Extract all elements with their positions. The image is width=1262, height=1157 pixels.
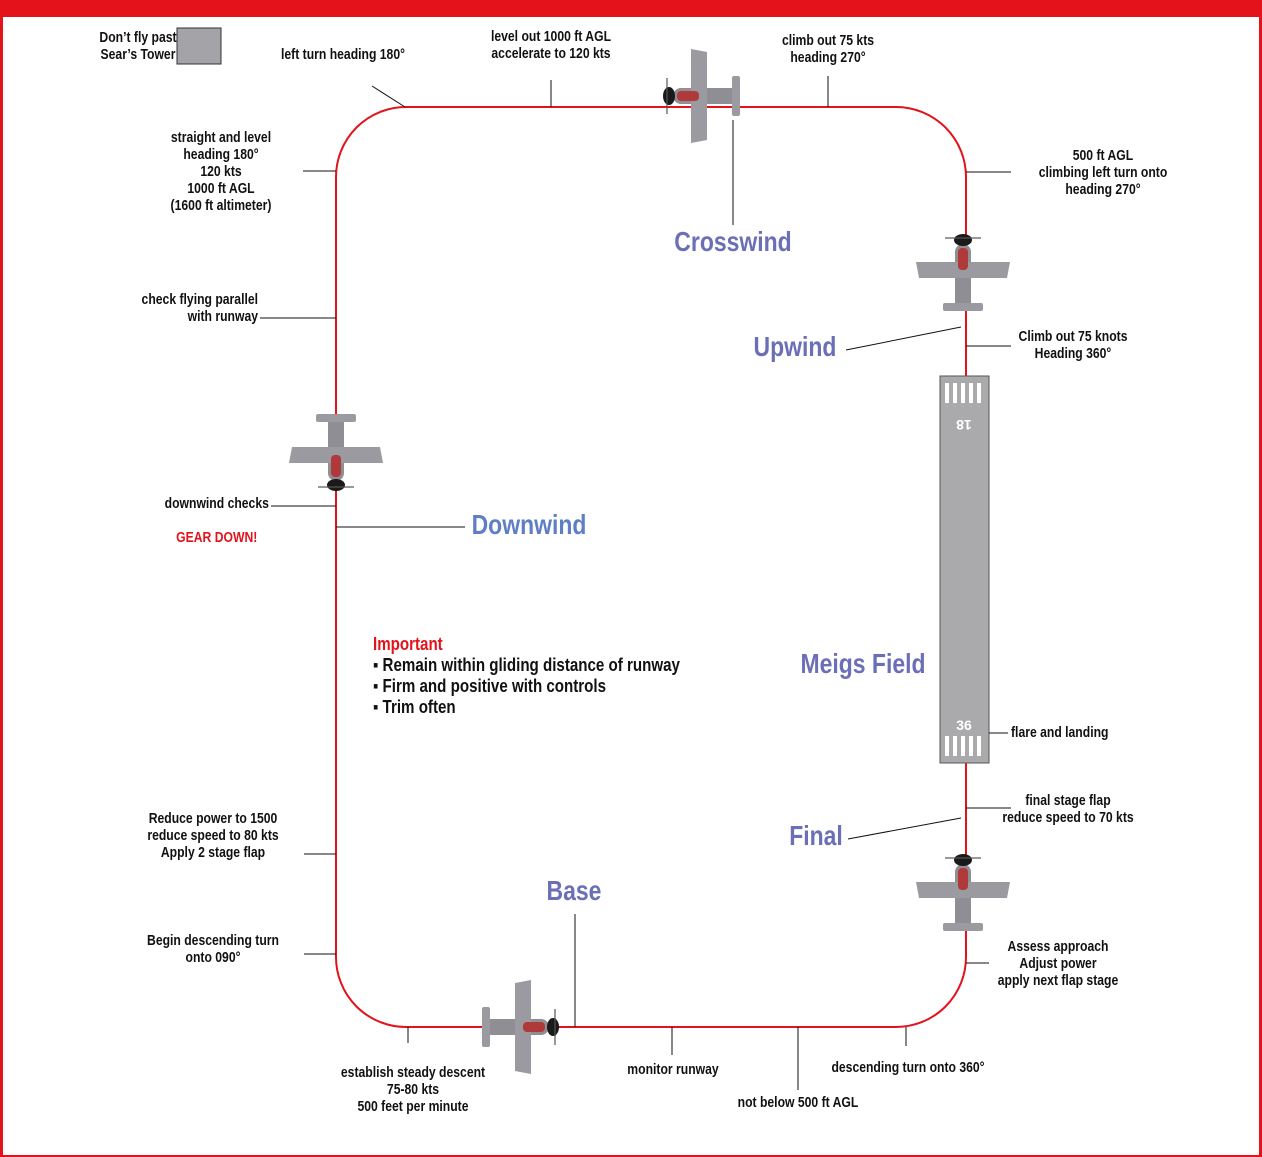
- runway-number-18: 18: [956, 417, 972, 433]
- label-gear-down: GEAR DOWN!: [176, 530, 258, 546]
- airplane-icon-downwind: [289, 414, 383, 491]
- leg-base: Base: [546, 875, 602, 906]
- leg-meigs-field: Meigs Field: [800, 648, 926, 679]
- label-flare-landing: flare and landing: [1011, 725, 1109, 741]
- important-item: ▪ Trim often: [373, 697, 456, 717]
- label-level-out: level out 1000 ft AGL accelerate to 120 …: [490, 29, 612, 62]
- leg-final: Final: [789, 820, 843, 851]
- label-not-below-500: not below 500 ft AGL: [737, 1095, 859, 1111]
- airplane-icon-base: [482, 980, 559, 1074]
- important-item: ▪ Remain within gliding distance of runw…: [373, 655, 680, 675]
- legend-sears-tower: Don’t fly past Sear’s Tower: [99, 30, 177, 63]
- leg-crosswind: Crosswind: [674, 226, 792, 257]
- airplane-icon-final: [916, 854, 1010, 931]
- leader-lines: [260, 76, 1011, 1090]
- runway: 18 36: [939, 375, 990, 764]
- airplane-icon-upwind: [916, 234, 1010, 311]
- important-item: ▪ Firm and positive with controls: [373, 676, 607, 696]
- label-reduce-power: Reduce power to 1500 reduce speed to 80 …: [147, 811, 279, 861]
- important-title: Important: [373, 634, 443, 654]
- runway-number-36: 36: [956, 717, 972, 733]
- label-left-turn: left turn heading 180°: [280, 47, 405, 63]
- label-final-stage-flap: final stage flap reduce speed to 70 kts: [1002, 793, 1134, 826]
- label-steady-descent: establish steady descent 75-80 kts 500 f…: [340, 1065, 486, 1115]
- label-monitor-runway: monitor runway: [627, 1062, 719, 1078]
- label-climb-out-360: Climb out 75 knots Heading 360°: [1018, 329, 1128, 362]
- label-assess-approach: Assess approach Adjust power apply next …: [997, 939, 1119, 989]
- top-bar: [3, 0, 1259, 17]
- leg-downwind: Downwind: [471, 509, 587, 540]
- label-climb-out-270: climb out 75 kts heading 270°: [781, 33, 875, 66]
- pattern-graphics: 18 36: [176, 27, 1011, 1090]
- label-downwind-checks-text: downwind checks: [164, 496, 269, 512]
- leg-upwind: Upwind: [753, 331, 837, 362]
- sears-tower-swatch: [176, 27, 222, 65]
- label-check-parallel: check flying parallel with runway: [141, 292, 258, 325]
- label-descending-turn-360: descending turn onto 360°: [831, 1060, 985, 1076]
- label-begin-descending: Begin descending turn onto 090°: [147, 933, 279, 966]
- label-downwind-checks: downwind checks GEAR DOWN!: [126, 479, 294, 564]
- important-notes: Important ▪ Remain within gliding distan…: [373, 634, 753, 718]
- airplane-icon-crosswind: [663, 49, 740, 143]
- label-climbing-left-turn: 500 ft AGL climbing left turn onto headi…: [1038, 148, 1168, 198]
- pattern-circuit: [335, 106, 967, 1028]
- label-straight-level: straight and level heading 180° 120 kts …: [170, 130, 272, 214]
